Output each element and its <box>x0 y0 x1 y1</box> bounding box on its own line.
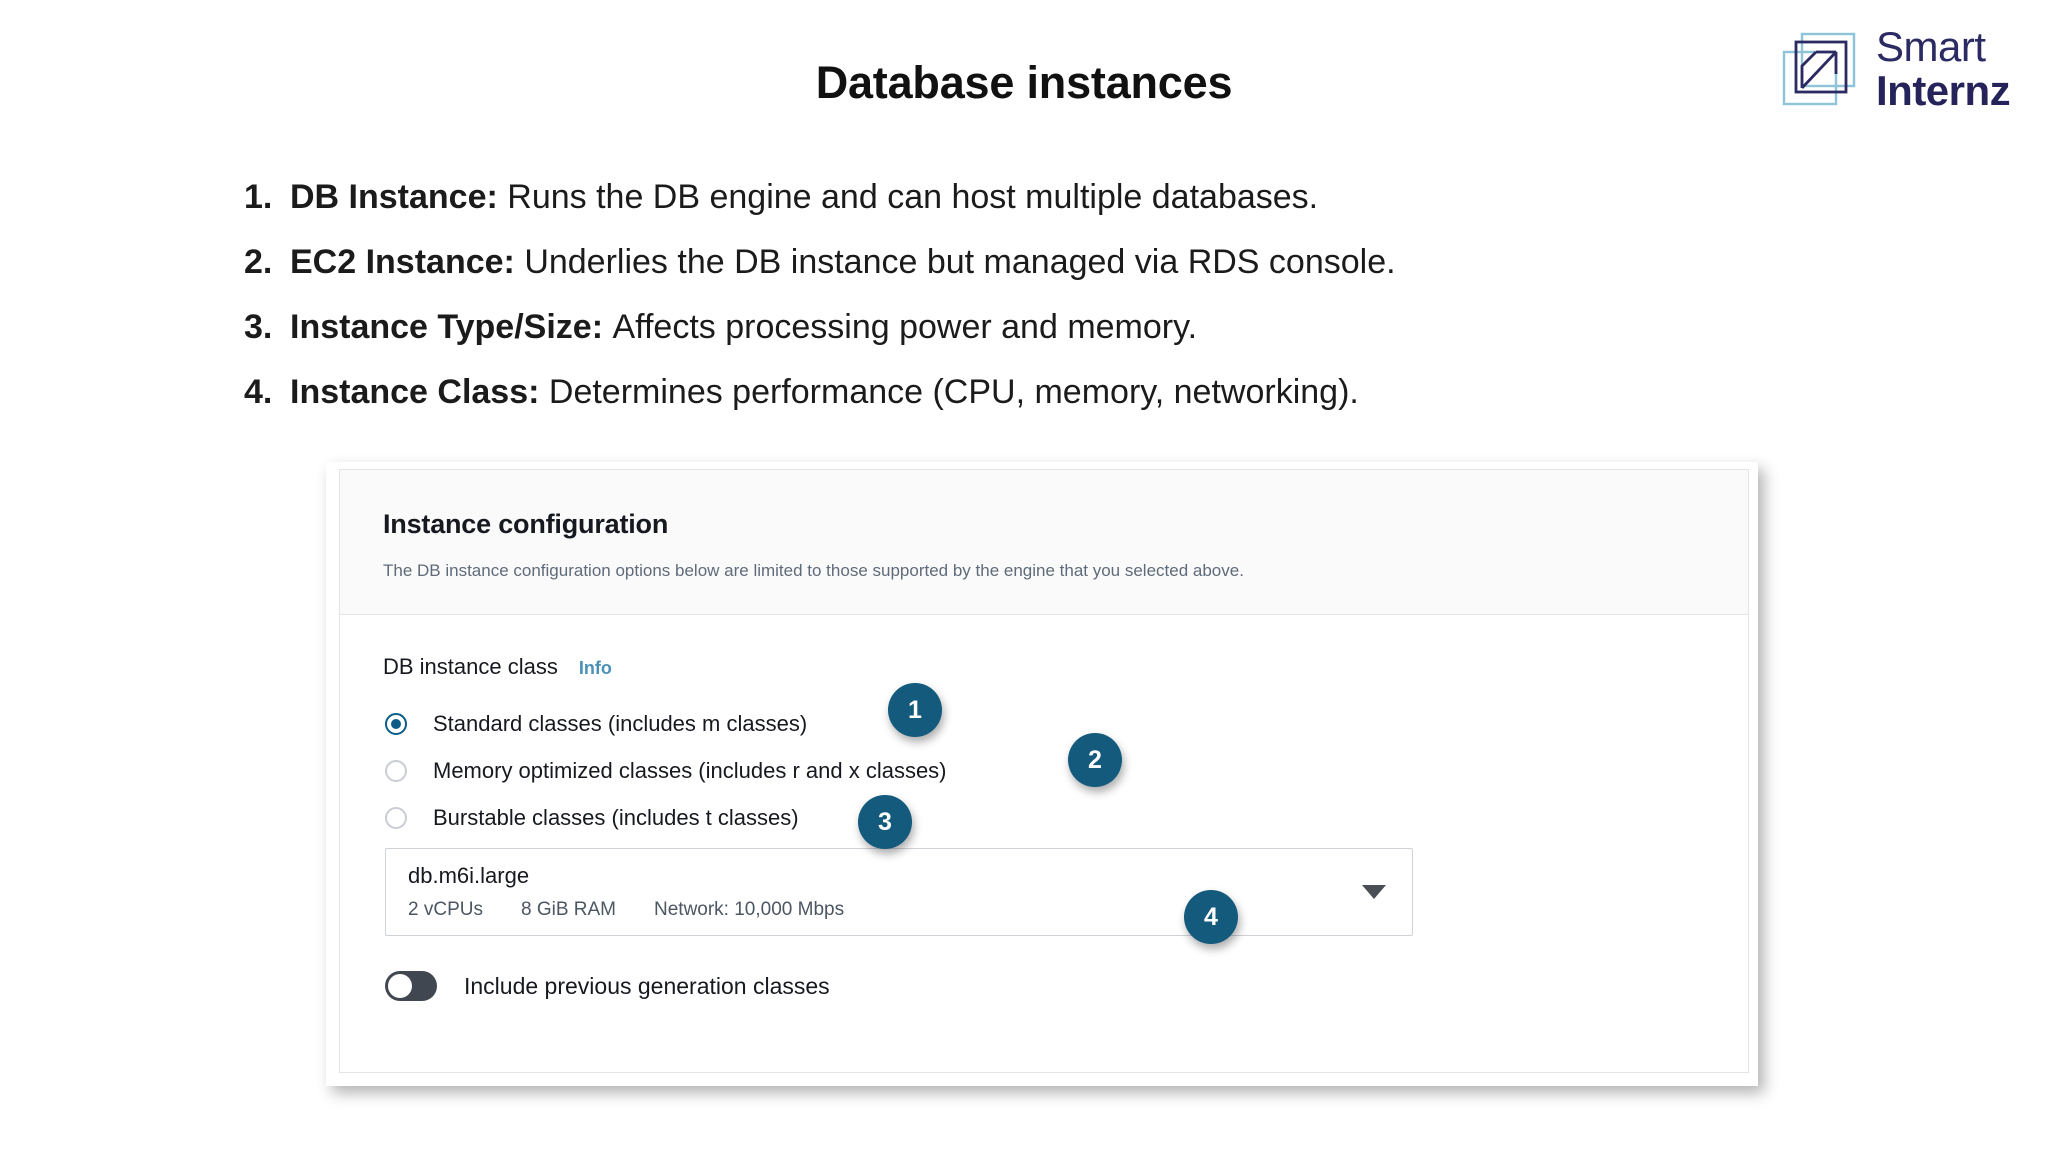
spec-network: Network: 10,000 Mbps <box>654 899 845 920</box>
include-previous-generation-toggle-row[interactable]: Include previous generation classes <box>385 971 830 1001</box>
info-link[interactable]: Info <box>578 658 612 678</box>
list-item-desc: Underlies the DB instance but managed vi… <box>524 243 1396 282</box>
page-title: Database instances <box>815 57 1233 108</box>
radio-icon[interactable] <box>385 759 407 782</box>
list-item: 2. EC2 Instance: Underlies the DB instan… <box>244 242 1804 282</box>
db-instance-class-label: DB instance class <box>383 654 558 679</box>
list-item-desc: Affects processing power and memory. <box>612 308 1198 347</box>
radio-option-label: Standard classes (includes m classes) <box>433 710 808 736</box>
card-body: DB instance class Info Standard classes … <box>340 616 1748 1072</box>
brand-logo: Smart Internz <box>1776 23 2011 114</box>
chevron-down-icon[interactable] <box>1362 885 1386 899</box>
logo-svg <box>1782 32 1856 106</box>
radio-option-burstable-classes[interactable]: Burstable classes (includes t classes) <box>385 794 947 841</box>
list-item-term: Instance Type/Size: <box>290 308 613 347</box>
list-item-number: 3. <box>244 308 273 347</box>
smart-internz-arrow-logo <box>1776 26 1862 112</box>
instance-class-select-value: db.m6i.large <box>408 863 530 888</box>
db-instance-class-radio-group: Standard classes (includes m classes) Me… <box>385 700 947 841</box>
db-instance-class-label-row: DB instance class Info <box>383 654 612 680</box>
bullet-list: 1. DB Instance: Runs the DB engine and c… <box>244 177 1804 437</box>
radio-icon[interactable] <box>385 806 407 829</box>
instance-class-select-specs: 2 vCPUs 8 GiB RAM Network: 10,000 Mbps <box>408 899 844 921</box>
list-item-term: Instance Class: <box>290 373 549 412</box>
callout-badge-2: 2 <box>1068 733 1122 787</box>
brand-line-internz: Internz <box>1876 67 2011 114</box>
list-item: 4. Instance Class: Determines performanc… <box>244 372 1804 412</box>
toggle-knob <box>388 974 412 998</box>
card-subtitle: The DB instance configuration options be… <box>383 561 1244 580</box>
radio-option-standard-classes[interactable]: Standard classes (includes m classes) <box>385 700 947 747</box>
list-item-desc: Determines performance (CPU, memory, net… <box>548 373 1359 412</box>
list-item-term: DB Instance: <box>290 178 508 216</box>
list-item: 1. DB Instance: Runs the DB engine and c… <box>244 177 1804 217</box>
callout-badge-4: 4 <box>1184 890 1238 944</box>
spec-vcpus: 2 vCPUs <box>408 899 483 920</box>
callout-badge-3: 3 <box>858 795 912 849</box>
toggle-label: Include previous generation classes <box>464 972 830 999</box>
radio-option-label: Memory optimized classes (includes r and… <box>433 757 947 783</box>
list-item-desc: Runs the DB engine and can host multiple… <box>507 178 1319 216</box>
spec-ram: 8 GiB RAM <box>520 899 616 920</box>
radio-option-memory-optimized-classes[interactable]: Memory optimized classes (includes r and… <box>385 747 947 794</box>
radio-icon[interactable] <box>385 712 407 735</box>
callout-badge-1: 1 <box>888 683 942 737</box>
brand-line-smart: Smart <box>1876 23 1986 70</box>
radio-option-label: Burstable classes (includes t classes) <box>433 804 799 830</box>
brand-wordmark: Smart Internz <box>1876 23 2011 114</box>
list-item-term: EC2 Instance: <box>290 243 525 282</box>
toggle-switch[interactable] <box>385 971 437 1001</box>
list-item: 3. Instance Type/Size: Affects processin… <box>244 307 1804 347</box>
instance-class-select[interactable]: db.m6i.large 2 vCPUs 8 GiB RAM Network: … <box>385 848 1413 936</box>
list-item-number: 4. <box>244 373 273 412</box>
instance-configuration-card: Instance configuration The DB instance c… <box>339 469 1749 1073</box>
card-header: Instance configuration The DB instance c… <box>340 470 1748 615</box>
list-item-number: 1. <box>244 178 273 216</box>
card-title: Instance configuration <box>383 509 669 539</box>
list-item-number: 2. <box>244 243 273 282</box>
